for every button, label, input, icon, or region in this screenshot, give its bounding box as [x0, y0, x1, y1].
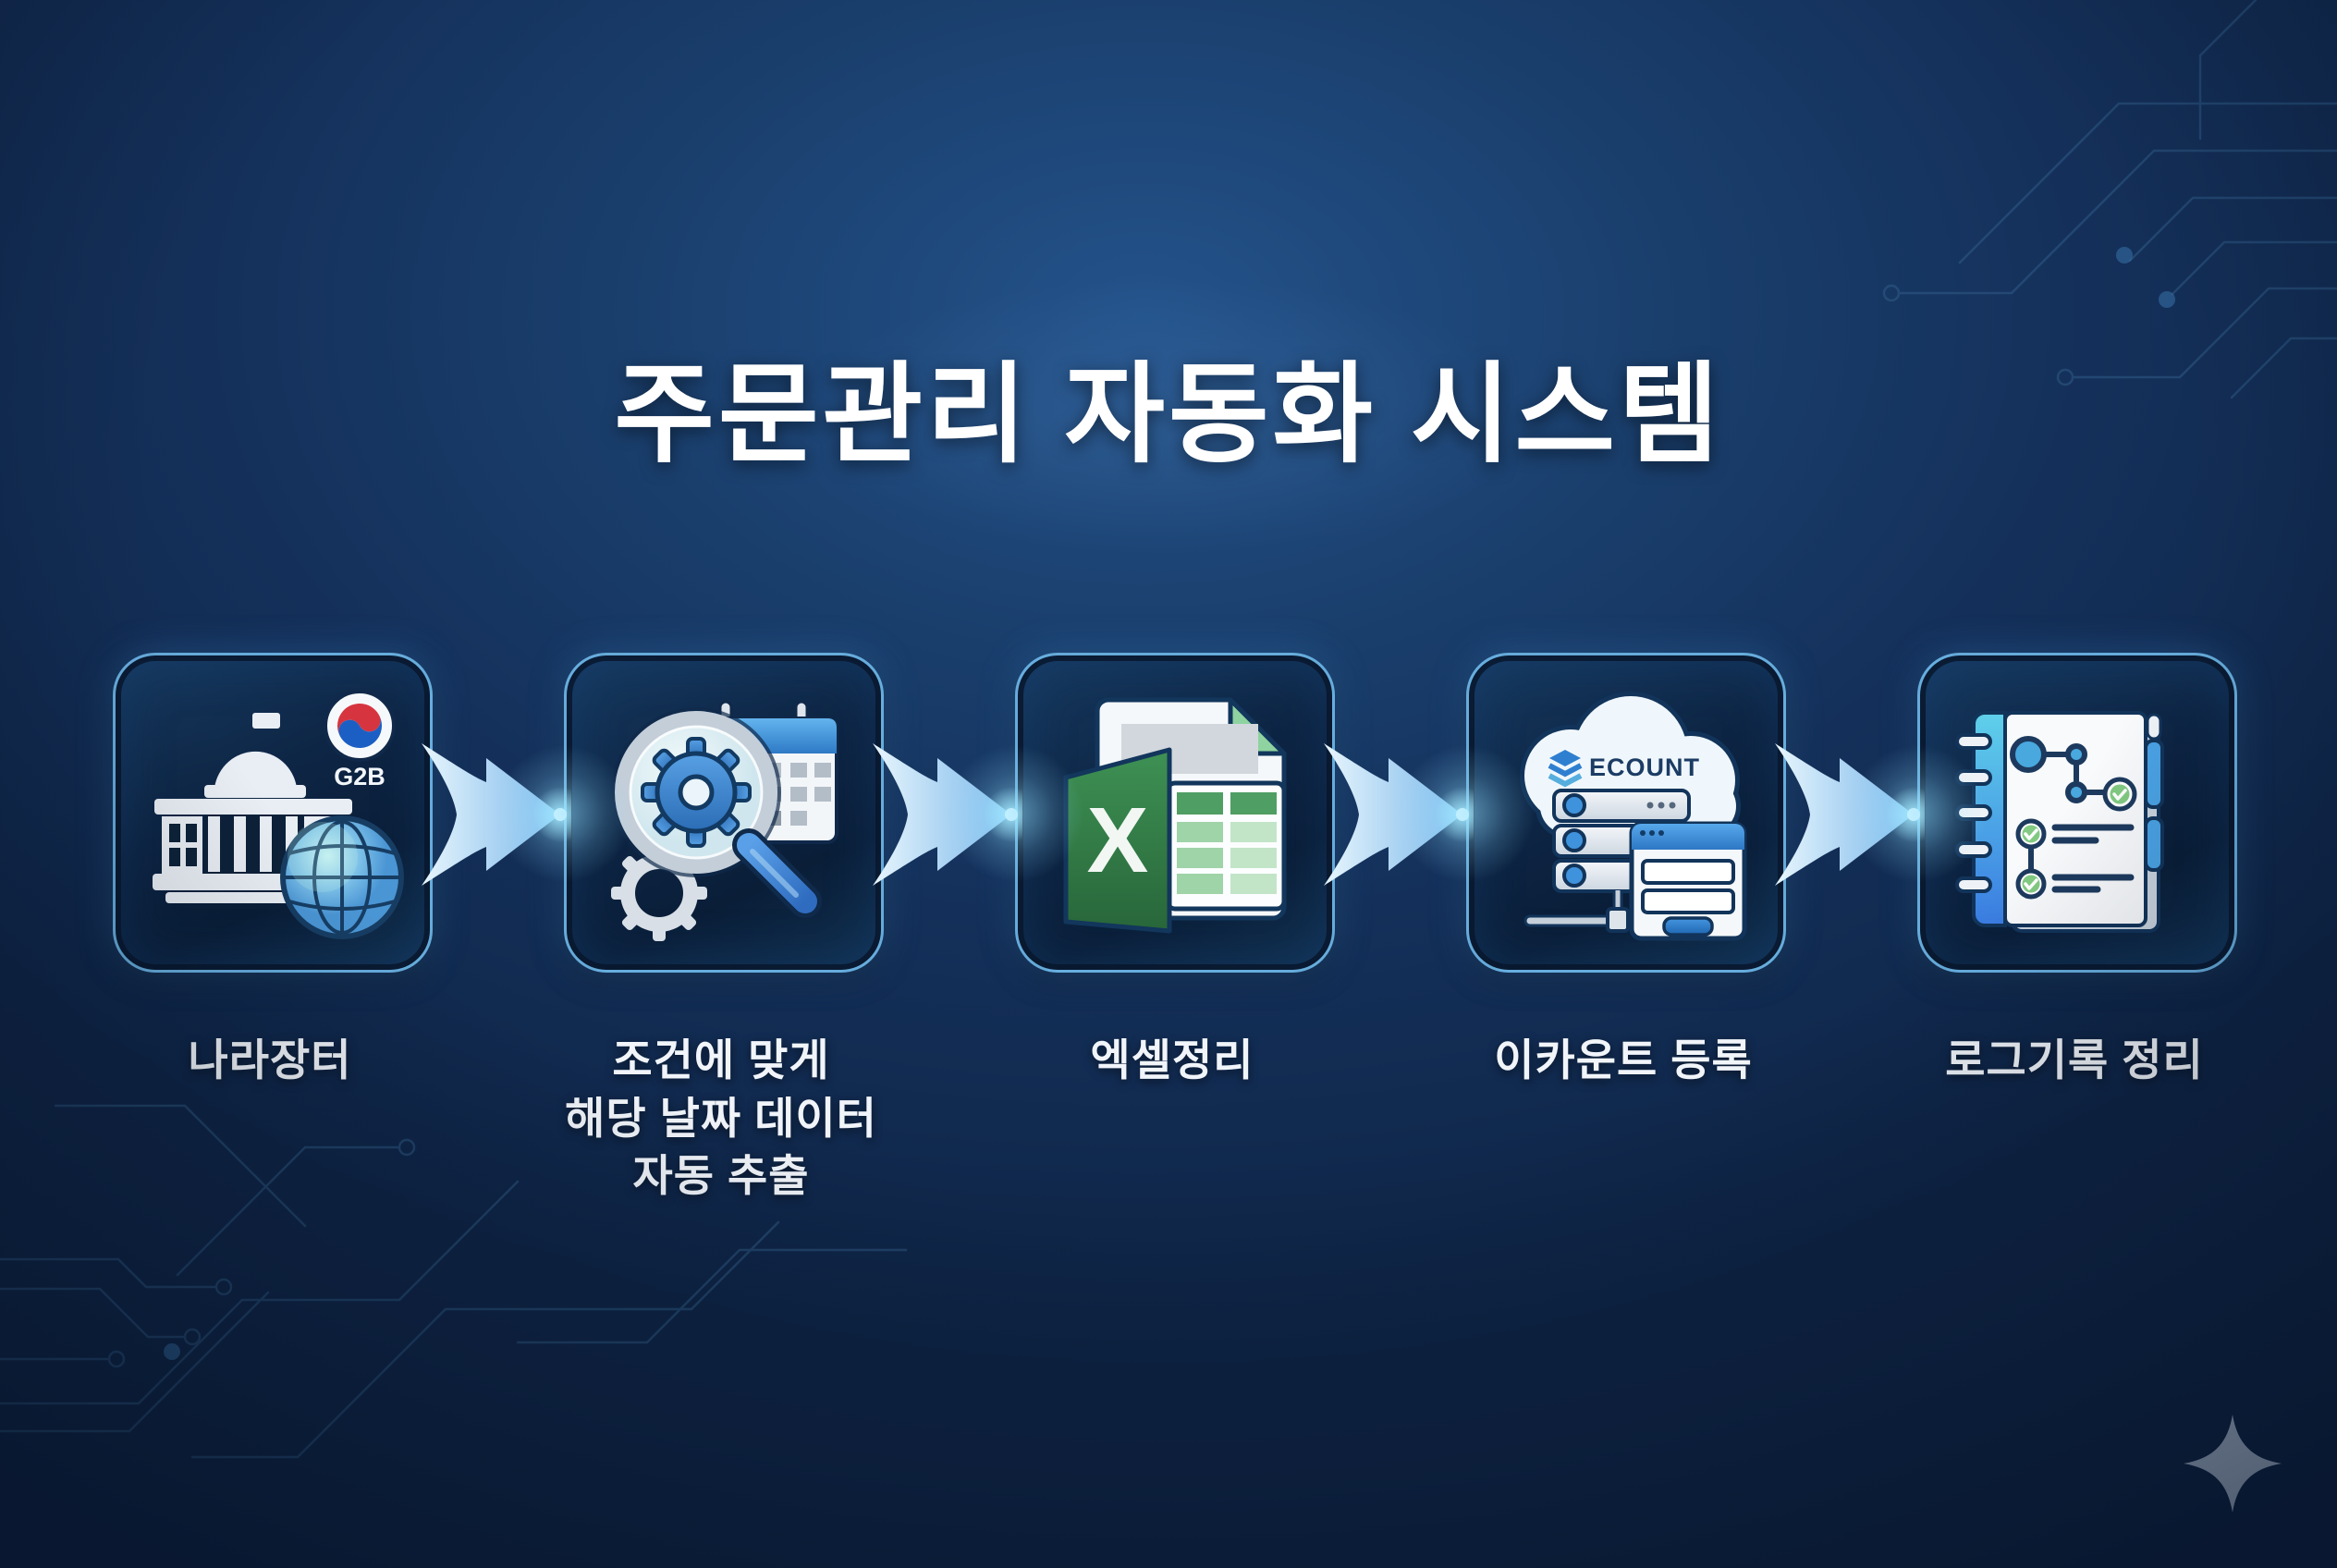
right-arrow-icon [873, 743, 1022, 886]
notebook-tab [2144, 816, 2164, 872]
right-arrow-icon [1324, 743, 1474, 886]
step-card-nara-jangteo: G2B [113, 653, 433, 973]
government-building-globe-icon: G2B [153, 690, 404, 939]
network-cable-icon [1523, 890, 1630, 933]
log-notebook-icon [1955, 711, 2164, 933]
ecount-cloud-server-icon: ECOUNT [1520, 692, 1747, 941]
step-card-ecount: ECOUNT [1466, 653, 1786, 973]
step-label-log: 로그기록 정리 [1945, 1035, 2204, 1084]
step-label-nara-jangteo: 나라장터 [188, 1035, 352, 1084]
step-card-log [1917, 653, 2237, 973]
magnifier-gear-calendar-icon [611, 700, 838, 941]
step-card-data-extract [564, 653, 884, 973]
right-arrow-icon [422, 743, 571, 886]
g2b-badge-text: G2B [334, 763, 385, 790]
globe-icon [280, 815, 404, 939]
step-label-excel: 엑셀정리 [1090, 1035, 1254, 1084]
g2b-emblem-icon [324, 690, 396, 762]
page-title: 주문관리 자동화 시스템 [614, 354, 1723, 476]
notebook-tab [2144, 739, 2164, 809]
step-card-excel: X [1015, 653, 1335, 973]
gear-icon [641, 737, 752, 848]
ecount-logo-text: ECOUNT [1589, 753, 1700, 781]
spreadsheet-grid [1165, 780, 1287, 912]
step-label-data-extract: 조건에 맞게 해당 날짜 데이터 자동 추출 [565, 1035, 877, 1200]
excel-file-icon: X [1063, 697, 1287, 934]
step-label-ecount: 이카운트 등록 [1494, 1035, 1753, 1084]
excel-letter: X [1087, 789, 1149, 892]
right-arrow-icon [1775, 743, 1925, 886]
four-point-star-icon [2184, 1415, 2282, 1513]
form-window-icon [1629, 821, 1747, 941]
